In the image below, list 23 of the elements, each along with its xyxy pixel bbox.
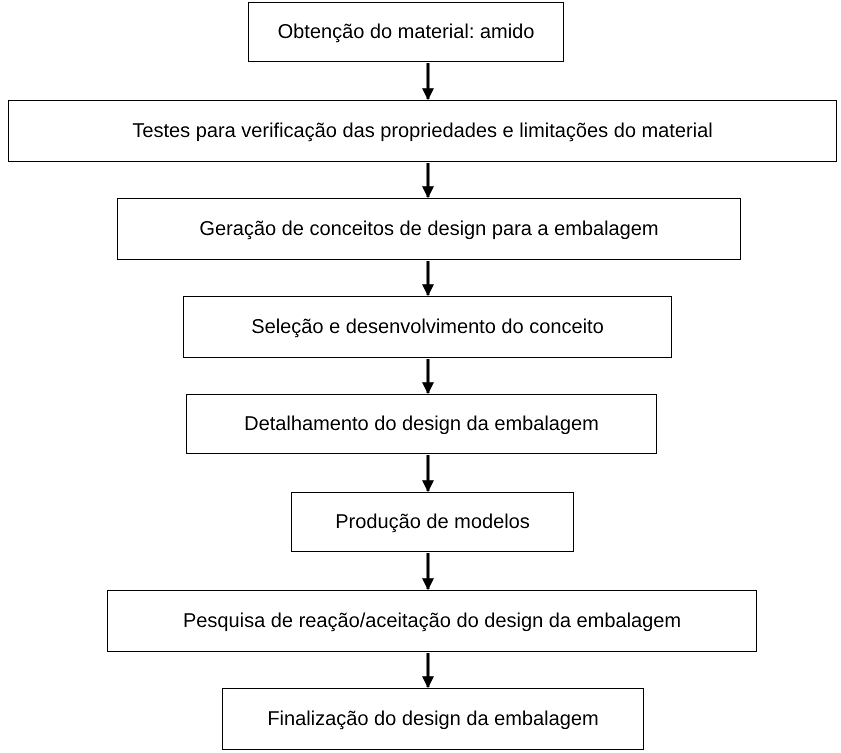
arrow [422,261,434,296]
process-box [117,198,741,260]
arrow [422,455,434,492]
process-box [186,394,657,454]
process-box [291,492,574,552]
arrow [422,553,434,590]
arrow [422,359,434,394]
arrow [422,653,434,688]
process-box [107,590,757,652]
box-text: Pesquisa de reação/aceitação do design da embalagem [182,608,682,634]
box-text: Obtenção do material: amido [278,20,534,44]
box-text: Finalização do design da embalagem [267,706,599,732]
process-box [222,688,644,750]
arrow [422,63,434,100]
box-text: Produção de modelos [335,510,530,534]
process-box [183,296,672,358]
box-text: Testes para verificação das propriedades e limitações do material [132,118,713,144]
box-text: Detalhamento do design da embalagem [244,412,599,436]
box-text: Seleção e desenvolvimento do conceito [251,314,604,340]
process-box [248,2,564,62]
process-box [8,100,837,162]
arrow [422,163,434,198]
box-text: Geração de conceitos de design para a embalagem [199,216,659,242]
